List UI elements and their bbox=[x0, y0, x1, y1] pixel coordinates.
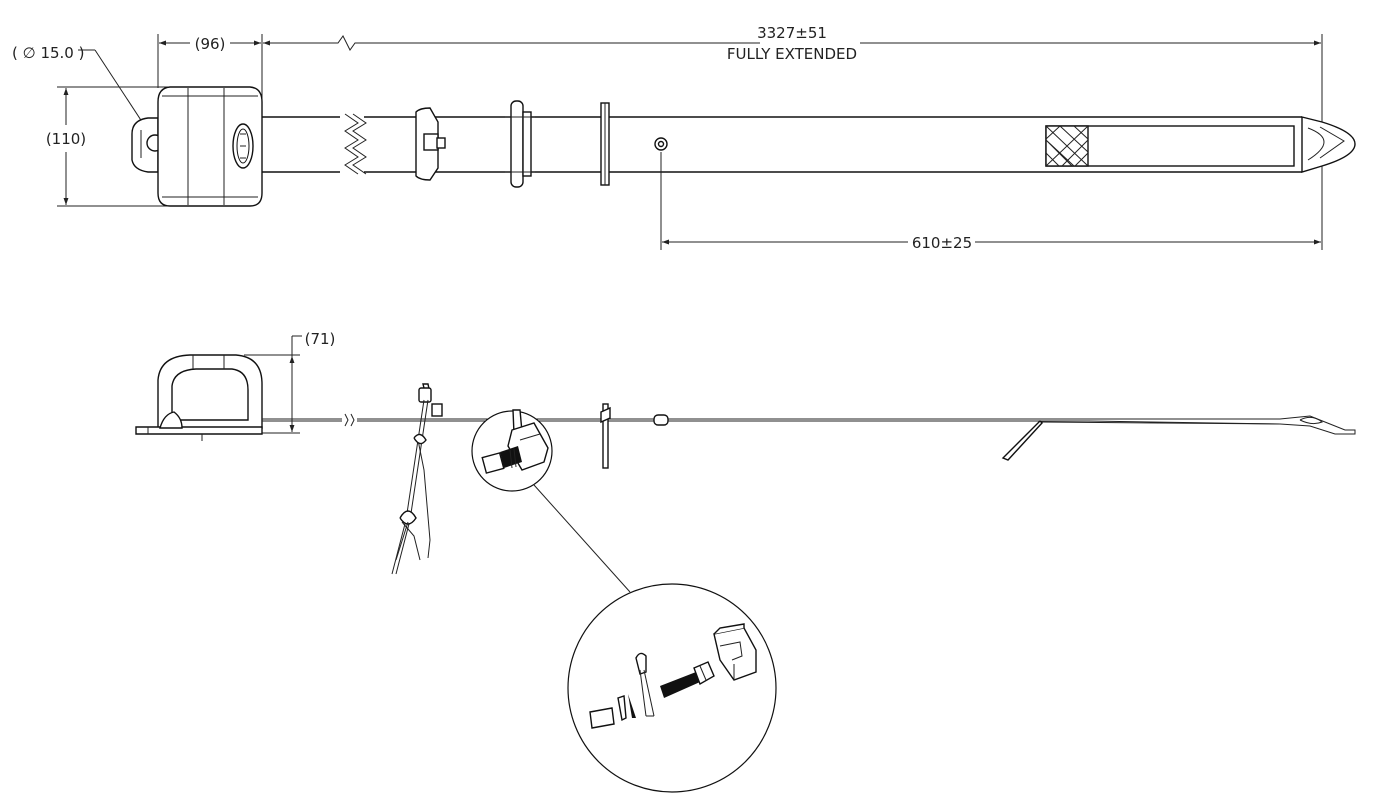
detail-leader bbox=[533, 484, 631, 593]
top-view: (96) 3327±51 FULLY EXTENDED ( ∅ 15.0 ) (… bbox=[12, 24, 1356, 252]
spacer bbox=[617, 695, 627, 722]
tab-length-label: 610±25 bbox=[912, 234, 972, 252]
head-height-label: (110) bbox=[46, 130, 86, 148]
housing-side bbox=[135, 354, 263, 441]
hole-diameter-label: ( ∅ 15.0 ) bbox=[12, 44, 84, 62]
cap-block bbox=[713, 623, 757, 681]
hook-tongue bbox=[1001, 420, 1043, 461]
head-width-label: (96) bbox=[195, 35, 226, 53]
strap-plate bbox=[600, 102, 610, 186]
side-view: (71) bbox=[135, 330, 1356, 793]
hanging-clip bbox=[391, 383, 443, 575]
strap-buckle bbox=[505, 100, 535, 188]
overall-note-label: FULLY EXTENDED bbox=[727, 45, 857, 63]
pin bbox=[635, 652, 655, 717]
bolt bbox=[660, 661, 715, 698]
strap-side-view bbox=[262, 403, 1356, 469]
head-width-dimension: (96) bbox=[159, 35, 261, 53]
hole-diameter-callout: ( ∅ 15.0 ) bbox=[12, 44, 153, 138]
strap-clip-1 bbox=[415, 107, 446, 181]
detail-view-exploded bbox=[567, 583, 777, 793]
head-height-dimension: (110) bbox=[46, 86, 170, 207]
sleeve bbox=[589, 707, 615, 729]
overall-length-dimension: 3327±51 FULLY EXTENDED bbox=[263, 24, 1321, 63]
winch-housing bbox=[157, 86, 263, 207]
strap-top-view bbox=[262, 113, 1356, 175]
side-height-label: (71) bbox=[305, 330, 336, 348]
washer bbox=[628, 694, 636, 718]
strap-hook bbox=[1301, 116, 1356, 173]
overall-length-label: 3327±51 bbox=[757, 24, 827, 42]
mounting-tab bbox=[131, 117, 164, 173]
detail-callout-small bbox=[471, 409, 553, 492]
tab-length-dimension: 610±25 bbox=[660, 152, 1321, 252]
